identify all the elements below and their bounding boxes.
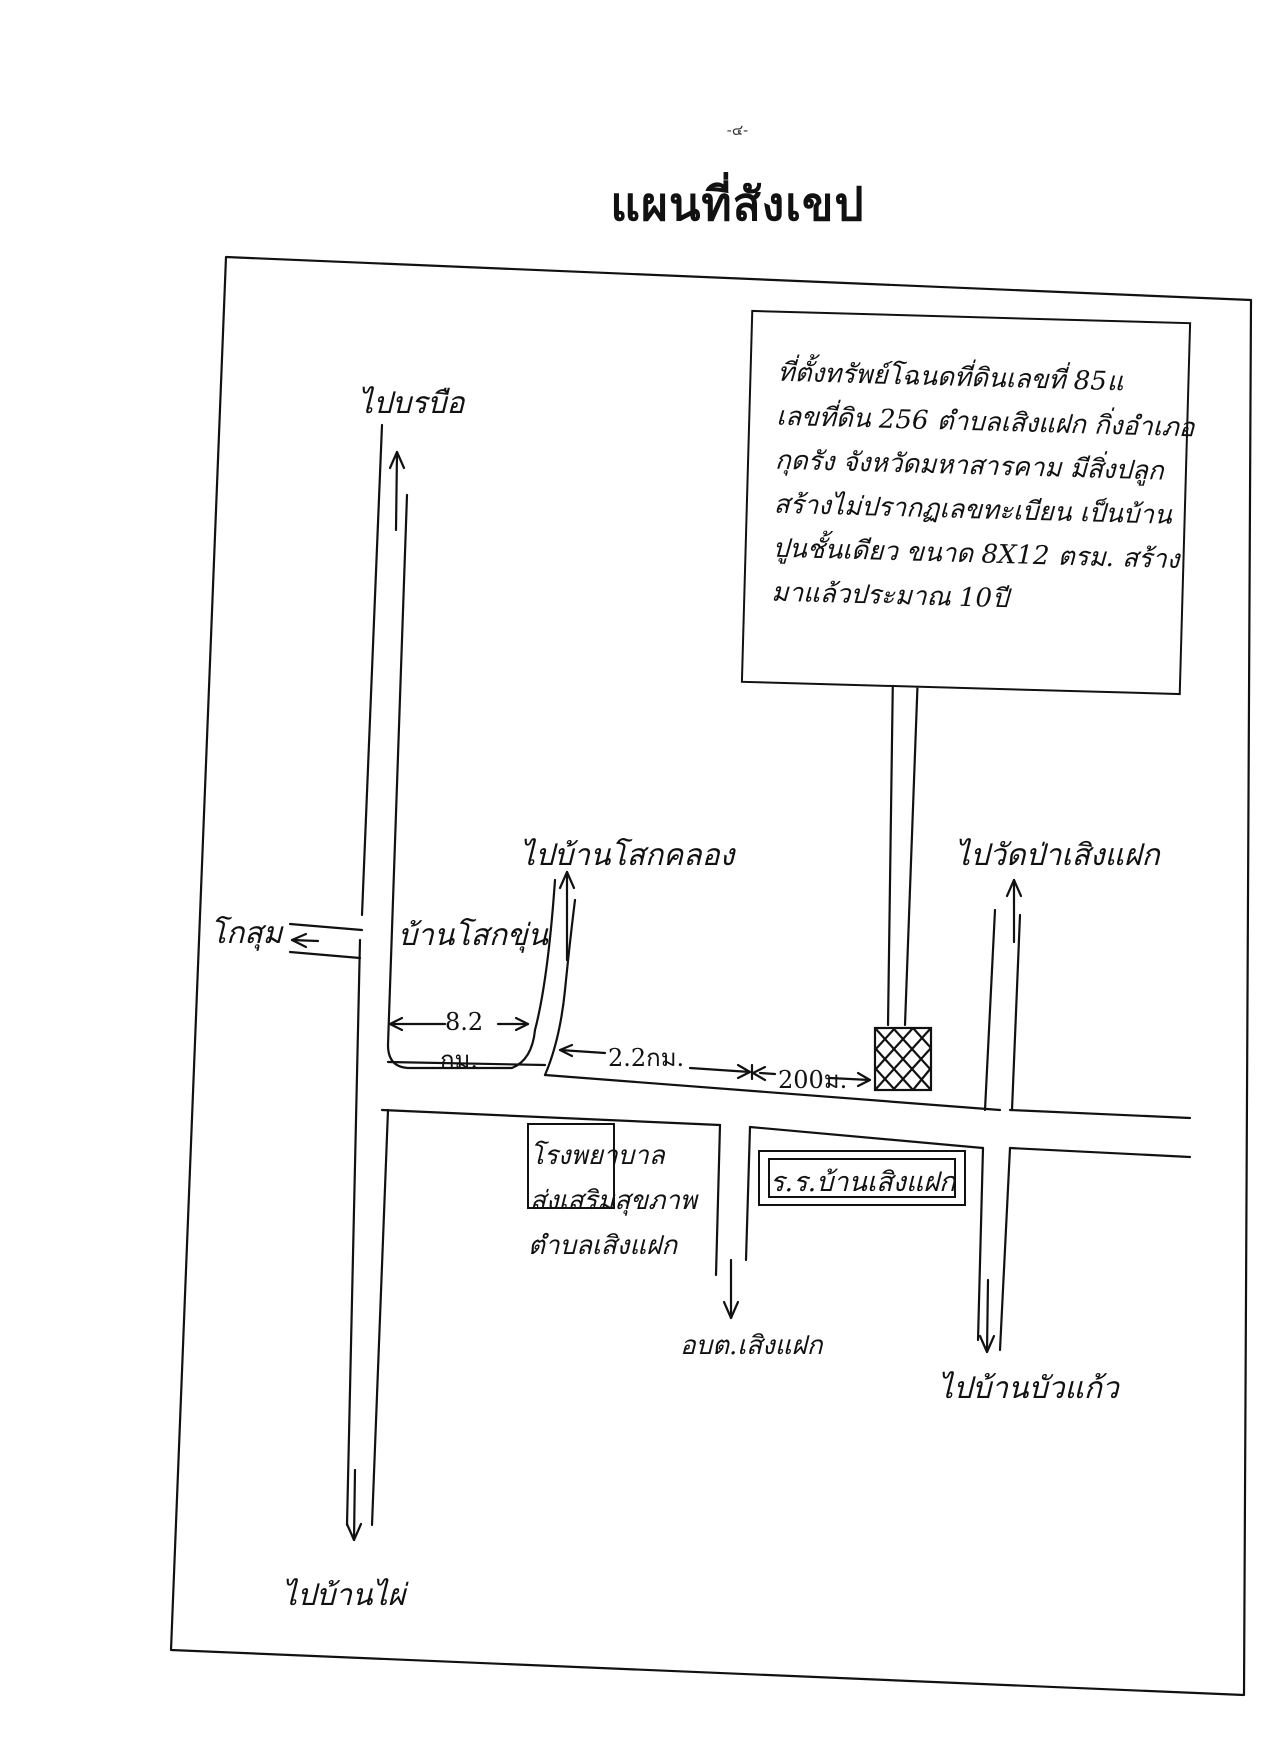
page-title-text: แผนที่สังเขป [610, 177, 865, 231]
label-to-wat-pa: ไปวัดป่าเสิงแฝก [955, 838, 1160, 873]
page-number: -๔- [726, 121, 749, 139]
main-road-right-edge-north [386, 493, 409, 1047]
property-marker [873, 1026, 933, 1092]
main-road-left-edge-south [345, 938, 362, 1527]
label-to-ban-phai: ไปบ้านไผ่ [282, 1578, 406, 1613]
label-village-sok-khun: บ้านโสกขุ่น [398, 918, 548, 953]
page-title: แผนที่สังเขป [0, 168, 1275, 241]
hospital-box [527, 1123, 615, 1209]
main-road-right-edge-south [370, 1108, 390, 1527]
label-sao: อบต.เสิงแฝก [680, 1331, 823, 1361]
label-to-borabue: ไปบรบือ [358, 386, 465, 421]
label-to-ban-bua-kaew: ไปบ้านบัวแก้ว [938, 1371, 1119, 1406]
ew-road-bottom-edge [380, 1108, 722, 1127]
main-road-left-edge-north [360, 423, 384, 917]
distance-2-2: 2.2กม. [608, 1044, 685, 1072]
property-info-box: ที่ตั้งทรัพย์โฉนดที่ดินเลขที่ 85แ เลขที่… [740, 309, 1195, 696]
label-kosum: โกสุม [210, 916, 283, 951]
label-to-ban-sok-khlong: ไปบ้านโสกคลอง [520, 838, 735, 873]
distance-8-2-value: 8.2 [445, 1008, 484, 1036]
school-box [758, 1150, 966, 1206]
label-school: ร.ร.บ้านเสิงแฝก [770, 1167, 956, 1198]
distance-8-2-unit: กม. [440, 1046, 478, 1074]
map-frame [169, 255, 1253, 1697]
label-hospital-line3: ตำบลเสิงแฝก [528, 1231, 678, 1261]
distance-200m: 200ม. [778, 1066, 848, 1094]
label-hospital-line1: โรงพยาบาล [530, 1141, 665, 1171]
